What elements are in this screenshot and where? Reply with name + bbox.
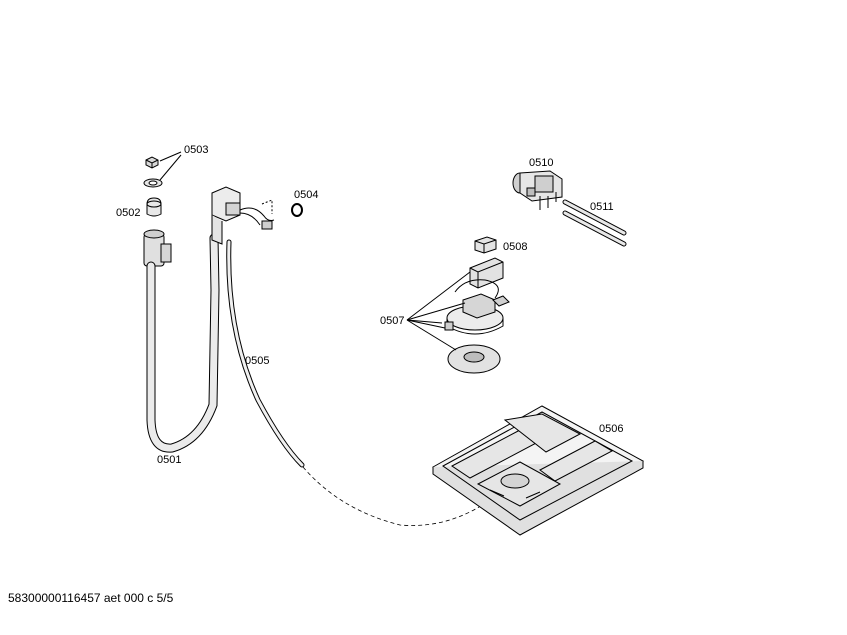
part-0501-inlet-hose — [143, 186, 275, 453]
label-0508: 0508 — [503, 241, 527, 253]
label-0510: 0510 — [529, 157, 553, 169]
part-0507-assembly — [406, 257, 510, 374]
label-0504: 0504 — [294, 189, 318, 201]
part-0510-valve — [512, 170, 563, 210]
document-footer-code: 58300000116457 aet 000 c 5/5 — [8, 591, 174, 605]
part-0506-base-tray — [432, 405, 645, 536]
label-0501: 0501 — [157, 454, 181, 466]
label-0505: 0505 — [245, 355, 269, 367]
part-0508-switch — [474, 236, 497, 254]
label-0502: 0502 — [116, 207, 140, 219]
part-0503-nut-washer — [143, 151, 182, 188]
label-0506: 0506 — [599, 423, 623, 435]
part-0511-rods — [562, 199, 627, 247]
label-0503: 0503 — [184, 144, 208, 156]
part-0504-ring — [291, 203, 303, 217]
part-0505-drain-hose — [226, 239, 509, 526]
label-0507: 0507 — [380, 315, 404, 327]
part-0502-cap — [146, 197, 162, 217]
label-0511: 0511 — [590, 201, 614, 213]
